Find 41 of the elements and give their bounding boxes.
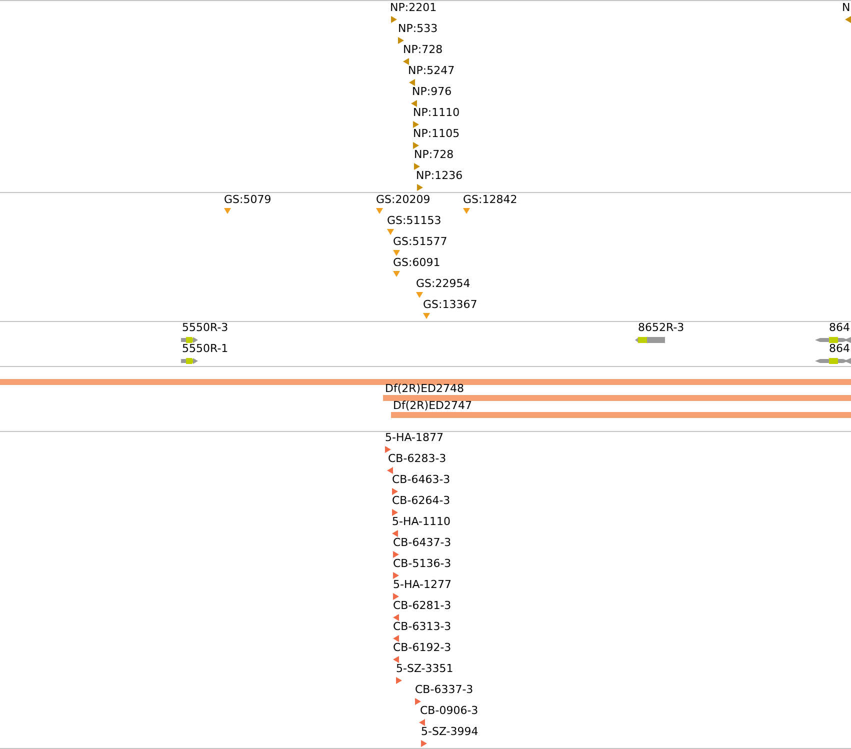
feature-label: NP:728 [414,148,454,162]
feature-label: CB-5136-3 [393,557,452,571]
feature-label: 864 [829,342,850,356]
feature-label: CB-6437-3 [393,536,452,550]
feature-label: NP:728 [403,43,443,57]
feature-label: N [842,1,850,15]
feature-label: 8652R-3 [638,321,684,335]
feature-label: GS:51577 [393,235,448,249]
feature-label: CB-6192-3 [393,641,452,655]
feature-label: 5-SZ-3351 [396,662,454,676]
feature-label: GS:5079 [224,193,272,207]
feature-label: GS:20209 [376,193,430,207]
feature-label: 5-HA-1277 [393,578,452,592]
feature-label: NP:1110 [413,106,460,120]
feature-label: 5550R-1 [182,342,228,356]
feature-label: NP:5247 [408,64,455,78]
deficiency-bar [0,379,851,385]
feature-label: Df(2R)ED2747 [392,399,473,412]
feature-label: CB-6283-3 [388,452,446,466]
feature-label: NP:976 [412,85,452,99]
feature-label: GS:12842 [463,193,518,207]
feature-label: CB-6313-3 [393,620,452,634]
feature-label: Df(2R)ED2748 [384,382,465,395]
feature-label: CB-6264-3 [392,494,450,508]
feature-label: NP:1105 [413,127,460,141]
feature-label: GS:6091 [393,256,440,270]
feature-label: 5-HA-1877 [385,431,444,445]
feature-label: NP:1236 [416,169,463,183]
feature-label: NP:533 [398,22,438,36]
feature-label: 864 [829,321,850,335]
feature-label: 5550R-3 [182,321,228,335]
feature-label: 5-SZ-3994 [421,725,478,739]
feature-label: CB-0906-3 [420,704,478,718]
feature-label: GS:51153 [387,214,442,228]
feature-label: GS:22954 [416,277,470,291]
feature-label: GS:13367 [423,298,478,312]
feature-label: CB-6281-3 [393,599,452,613]
feature-label: NP:2201 [390,1,437,15]
feature-label: CB-6463-3 [392,473,450,487]
feature-label: 5-HA-1110 [392,515,450,529]
feature-label: CB-6337-3 [415,683,474,697]
